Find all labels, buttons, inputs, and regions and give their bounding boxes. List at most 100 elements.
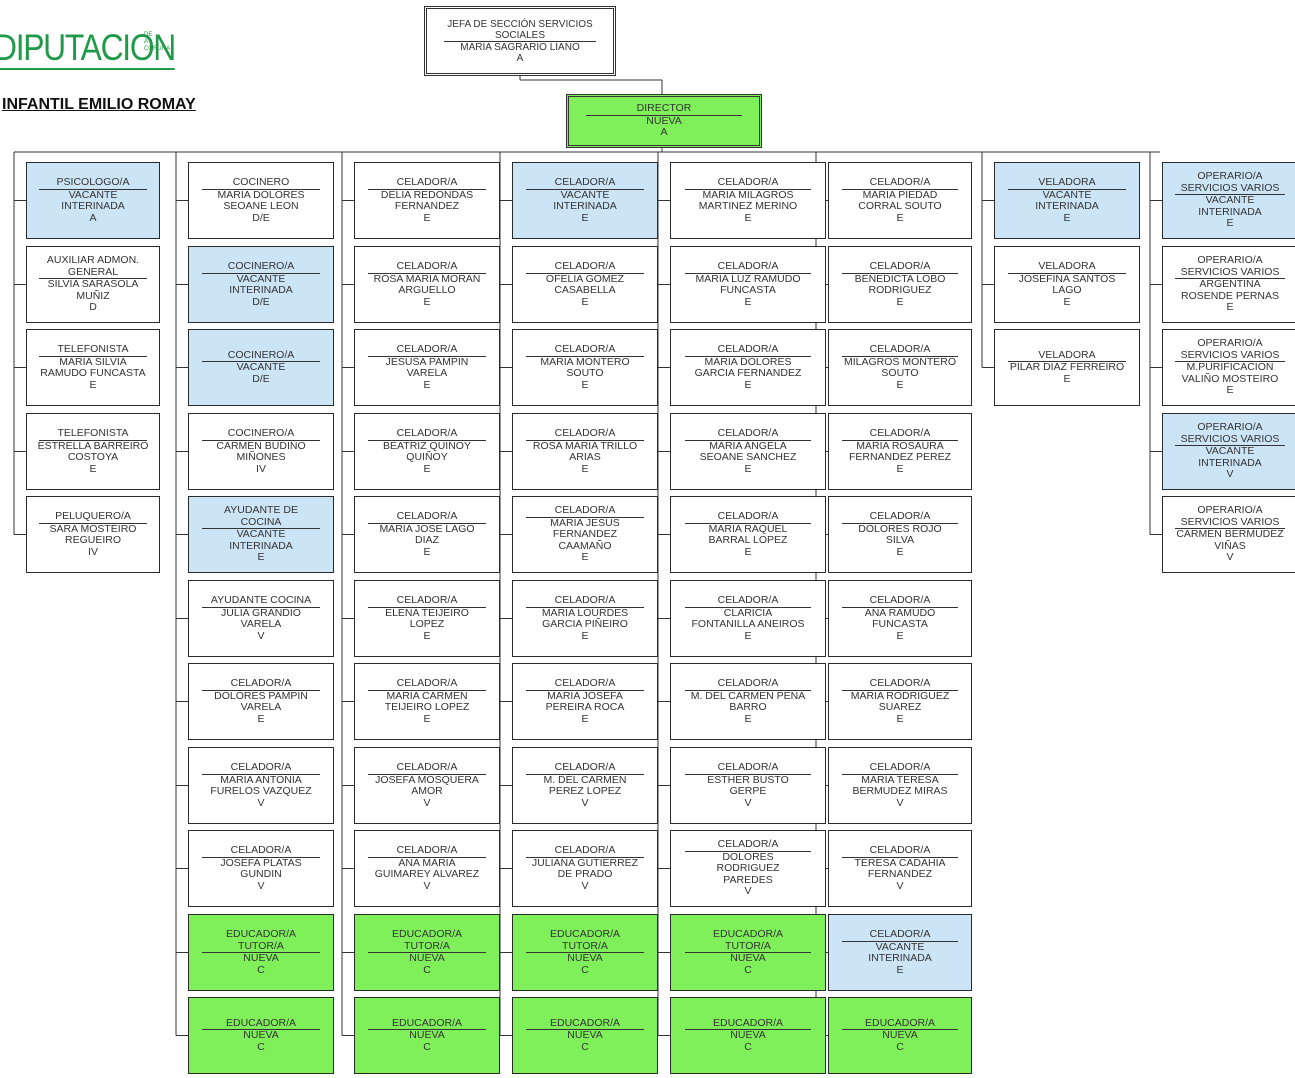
box-title: PELUQUERO/A	[55, 510, 131, 522]
box-title: CELADOR/A	[554, 844, 616, 856]
box-name: NUEVA	[646, 114, 682, 127]
box-divider	[684, 1029, 812, 1031]
box-name: MARIA JOSEFA	[547, 689, 623, 702]
box-grade: V	[896, 879, 904, 892]
box-divider	[367, 188, 487, 190]
box-name: GUNDIN	[240, 868, 282, 880]
box-name: VACANTE	[1205, 194, 1255, 207]
box-grade: E	[1063, 211, 1071, 224]
box-name: SARA MOSTEIRO	[49, 522, 137, 535]
box-name: VARELA	[406, 367, 448, 379]
box-title: CELADOR/A	[717, 260, 779, 272]
box-grade: C	[896, 1040, 904, 1053]
box-name: ANA MARIA	[398, 856, 456, 869]
box-grade: E	[896, 211, 904, 224]
box-name: GUIMAREY ALVAREZ	[374, 868, 480, 880]
box-name: SEOANE LEON	[223, 200, 299, 212]
box-title: SERVICIOS VARIOS	[1180, 515, 1280, 528]
box-title: EDUCADOR/A	[712, 928, 783, 940]
box-grade: V	[257, 796, 265, 809]
box-title: AYUDANTE COCINA	[210, 594, 312, 606]
box-grade: E	[744, 629, 752, 642]
box-name: INTERINADA	[1198, 205, 1262, 218]
box-name: MARIA CARMEN	[386, 689, 468, 702]
box-name: FERNANDEZ	[552, 528, 618, 541]
box-name: DELIA REDONDAS	[380, 188, 474, 201]
box-grade: V	[1226, 551, 1234, 564]
box-grade: E	[1226, 384, 1234, 397]
box-name: CLARICIA	[723, 606, 773, 619]
box-name: VARELA	[240, 618, 282, 630]
box-grade: C	[423, 963, 431, 976]
box-divider	[201, 689, 321, 691]
box-grade: V	[744, 885, 752, 898]
box-title: CELADOR/A	[869, 343, 931, 355]
box-name: TERESA CADAHIA	[854, 856, 946, 869]
box-name: FERNANDEZ PEREZ	[848, 451, 952, 463]
box-divider	[38, 355, 148, 357]
box-title: SOCIALES	[494, 29, 546, 41]
box-title: CELADOR/A	[396, 594, 458, 606]
box-title: COCINERO/A	[227, 348, 295, 361]
box-title: CELADOR/A	[869, 677, 931, 689]
box-name: BERMUDEZ MIRAS	[852, 785, 948, 797]
box-name: INTERINADA	[553, 200, 617, 212]
box-grade: E	[581, 211, 589, 224]
box-title: CELADOR/A	[869, 844, 931, 856]
box-title: CELADOR/A	[717, 343, 779, 355]
box-title: CELADOR/A	[554, 427, 616, 439]
box-divider	[841, 1029, 959, 1031]
box-grade: E	[744, 545, 752, 558]
box-name: VACANTE	[68, 188, 118, 201]
box-name: VIÑAS	[1214, 539, 1246, 552]
box-divider	[201, 528, 321, 530]
box-name: CARMEN BUDIÑO	[216, 439, 306, 452]
box-grade: E	[896, 629, 904, 642]
box-divider	[201, 1029, 321, 1031]
box-name: MILAGROS MONTERO	[843, 355, 956, 368]
box-title: SERVICIOS VARIOS	[1180, 181, 1280, 194]
box-name: MARIA RAQUEL	[708, 522, 788, 535]
box-name: ARIAS	[569, 451, 601, 463]
box-name: DOLORES ROJO	[858, 522, 942, 535]
box-name: NUEVA	[567, 1029, 603, 1042]
box-name: CORRAL SOUTO	[858, 200, 942, 212]
box-name: NUEVA	[882, 1029, 918, 1042]
box-name: CASABELLA	[554, 284, 616, 296]
box-divider	[586, 114, 742, 116]
box-title: CELADOR/A	[717, 427, 779, 439]
box-grade: D	[89, 301, 97, 314]
box-title: EDUCADOR/A	[864, 1016, 935, 1029]
box-grade: E	[423, 378, 431, 391]
box-divider	[1007, 188, 1127, 190]
box-grade: C	[744, 963, 752, 976]
box-grade: E	[1226, 301, 1234, 314]
box-title: CELADOR/A	[869, 928, 931, 940]
box-name: VACANTE	[875, 940, 925, 953]
box-name: ELENA TEIJEIRO	[385, 606, 469, 619]
box-name: ARGUELLO	[398, 284, 456, 296]
box-name: MARIA TERESA	[861, 773, 939, 786]
box-name: VACANTE	[560, 188, 610, 201]
box-grade: V	[1226, 468, 1234, 481]
box-divider	[443, 40, 597, 42]
box-name: MARIA DOLORES	[217, 188, 305, 201]
box-name: INTERINADA	[229, 284, 293, 296]
box-grade: C	[257, 963, 265, 976]
box-grade: E	[89, 462, 97, 475]
box-divider	[367, 522, 487, 524]
